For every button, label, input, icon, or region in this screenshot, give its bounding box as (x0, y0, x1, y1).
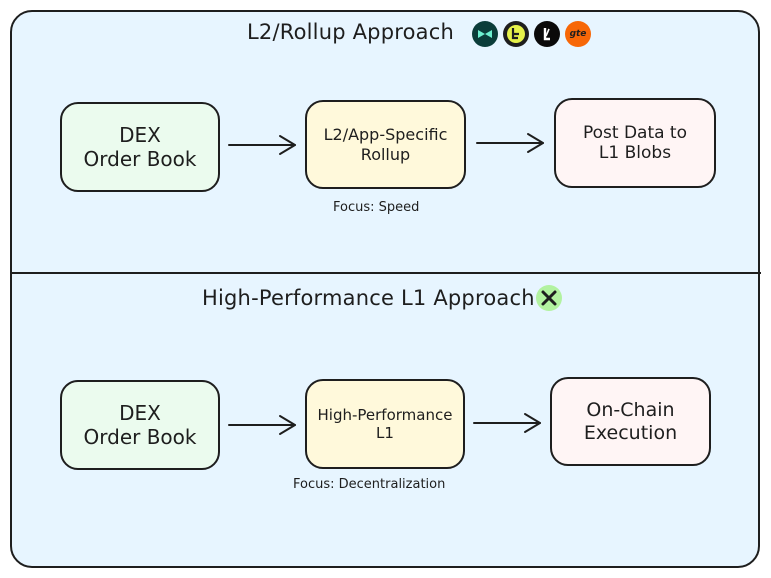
l-slash-logo-icon (534, 21, 560, 47)
arrow-rollup-to-blobs (476, 133, 544, 153)
section-divider (10, 272, 761, 274)
infinity-logo-icon (472, 21, 498, 47)
focus-decentralization-label: Focus: Decentralization (293, 477, 446, 492)
b-logo-icon (503, 21, 529, 47)
arrow-l1-to-onchain (473, 413, 541, 433)
arrow-dex-to-l1 (228, 415, 296, 435)
focus-speed-label: Focus: Speed (333, 200, 420, 215)
arrow-dex-to-rollup (228, 135, 296, 155)
bottom-section-title: High-Performance L1 Approach (202, 286, 535, 310)
top-section-title: L2/Rollup Approach (247, 20, 454, 44)
x-pinwheel-logo-icon (536, 285, 562, 311)
gte-logo-icon: gte (565, 21, 591, 47)
